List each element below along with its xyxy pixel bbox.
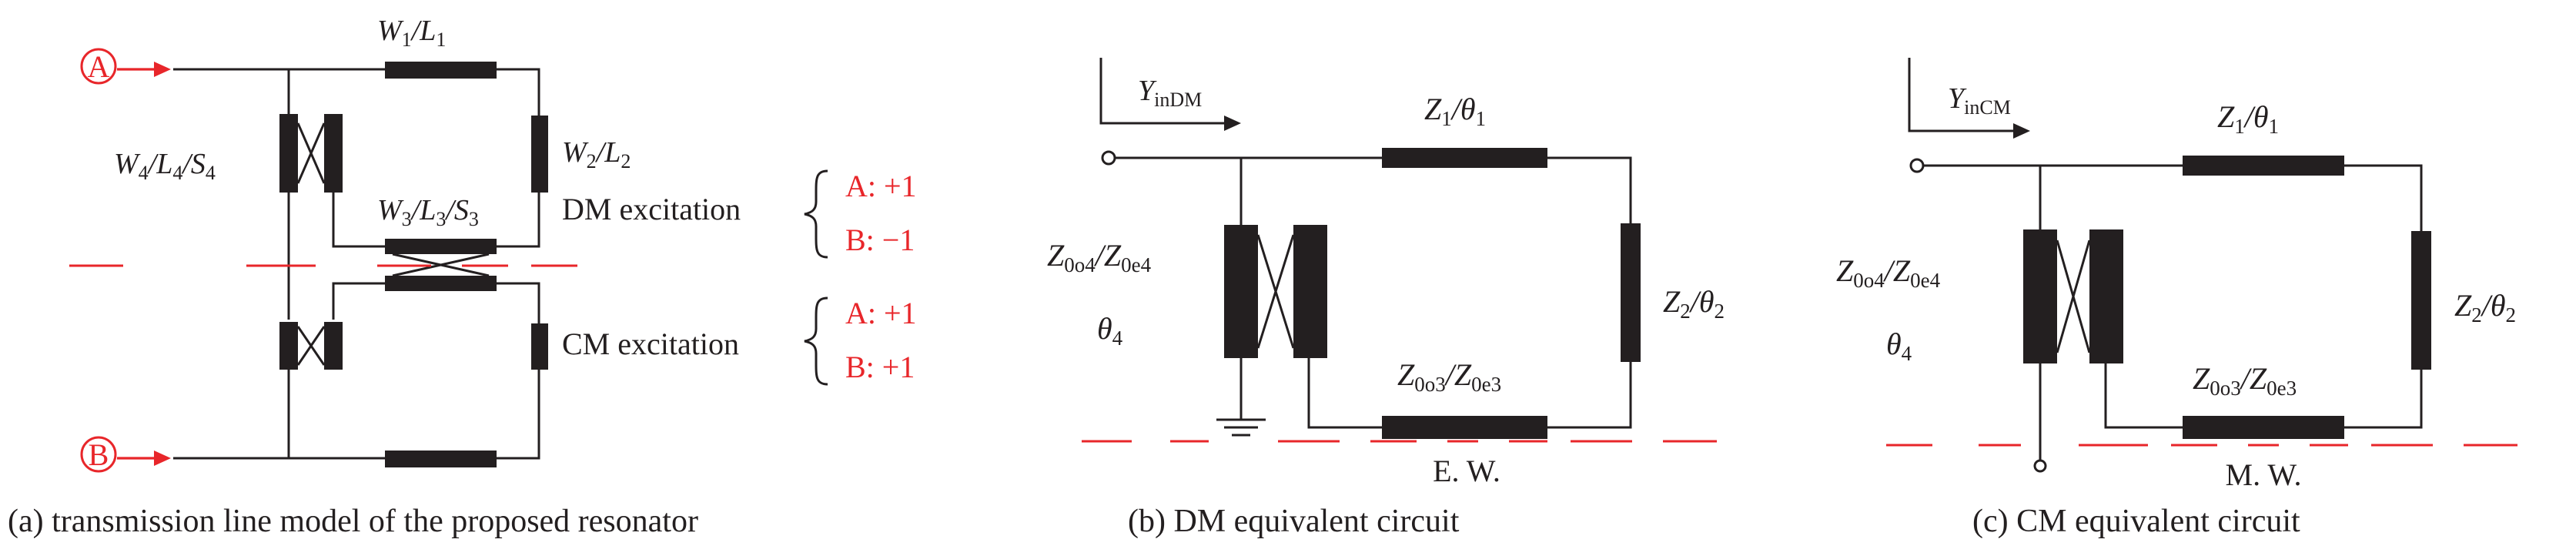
line-z3-cm	[2183, 416, 2344, 439]
label-z3-cm: Z0o3/Z0e3	[2193, 361, 2297, 400]
label-z4-cm: Z0o4/Z0e4	[1836, 253, 1941, 292]
line-section-w1	[385, 62, 497, 79]
caption-b: (b) DM equivalent circuit	[1128, 504, 1460, 539]
cm-brace-icon	[804, 296, 828, 386]
coupled-line-w4-bottom	[279, 322, 343, 370]
yin-cm-arrow-line	[1908, 58, 2025, 132]
line-z2-dm	[1621, 223, 1641, 362]
port-b-label: B	[89, 437, 109, 472]
line-section-bottom	[385, 451, 497, 467]
label-w2-l2: W2/L2	[562, 136, 631, 173]
yin-dm-arrow-line	[1099, 58, 1236, 125]
ground-icon	[1216, 418, 1266, 437]
panel-a-transmission-line-model: A B	[8, 15, 917, 539]
port-a-circle	[80, 48, 117, 85]
dm-brace-icon	[804, 169, 828, 259]
line-z2-cm	[2411, 231, 2431, 370]
coupled-line-z4-dm	[1224, 225, 1327, 358]
yin-cm-arrow-icon	[2013, 123, 2030, 139]
panel-b-dm-equivalent-circuit: YinDM	[1047, 58, 1725, 539]
label-z2-cm: Z2/θ2	[2454, 288, 2516, 327]
coupled-line-w3	[385, 239, 497, 291]
label-w4-l4-s4: W4/L4/S4	[114, 148, 216, 184]
label-z2-dm: Z2/θ2	[1663, 284, 1725, 323]
label-w1-l1: W1/L1	[377, 15, 446, 51]
caption-c: (c) CM equivalent circuit	[1972, 504, 2300, 539]
label-z1-cm: Z1/θ1	[2217, 99, 2279, 138]
line-section-w2-bottom	[531, 323, 548, 370]
magnetic-wall-label: M. W.	[2226, 457, 2302, 492]
yin-cm-label: YinCM	[1948, 82, 2011, 119]
panel-a-wires	[173, 68, 540, 460]
coupled-line-z4-cm	[2023, 229, 2123, 363]
dm-excitation-label: DM excitation	[562, 192, 741, 226]
line-z1-dm	[1382, 148, 1547, 168]
label-theta4-cm: θ4	[1886, 327, 1912, 365]
line-z3-dm	[1382, 416, 1547, 439]
panel-c-cm-equivalent-circuit: YinCM	[1836, 58, 2517, 539]
open-end-port-cm	[2033, 459, 2047, 473]
cm-excitation-label: CM excitation	[562, 327, 739, 361]
input-port-dm	[1101, 150, 1116, 166]
label-theta4-dm: θ4	[1097, 311, 1123, 350]
label-z1-dm: Z1/θ1	[1424, 92, 1486, 130]
label-z3-dm: Z0o3/Z0e3	[1397, 357, 1501, 396]
port-a-label: A	[88, 49, 110, 84]
yin-dm-label: YinDM	[1138, 75, 1202, 111]
port-b-arrow-icon	[154, 451, 171, 466]
port-b-circle	[80, 436, 117, 473]
line-z1-cm	[2183, 156, 2344, 176]
line-section-w2-top	[531, 116, 548, 193]
yin-dm-arrow-icon	[1224, 116, 1241, 131]
caption-a: (a) transmission line model of the propo…	[8, 504, 698, 539]
dm-b-value: B: −1	[845, 223, 915, 257]
coupled-line-w4-top	[279, 114, 343, 193]
label-z4-dm: Z0o4/Z0e4	[1047, 238, 1152, 276]
port-a: A	[80, 48, 171, 85]
dm-a-value: A: +1	[845, 169, 917, 203]
electric-wall-label: E. W.	[1433, 454, 1500, 488]
cm-a-value: A: +1	[845, 296, 917, 330]
input-port-cm	[1909, 158, 1925, 173]
port-b: B	[80, 436, 171, 473]
cm-b-value: B: +1	[845, 350, 915, 384]
label-w3-l3-s3: W3/L3/S3	[377, 194, 479, 230]
port-a-arrow-icon	[154, 62, 171, 77]
